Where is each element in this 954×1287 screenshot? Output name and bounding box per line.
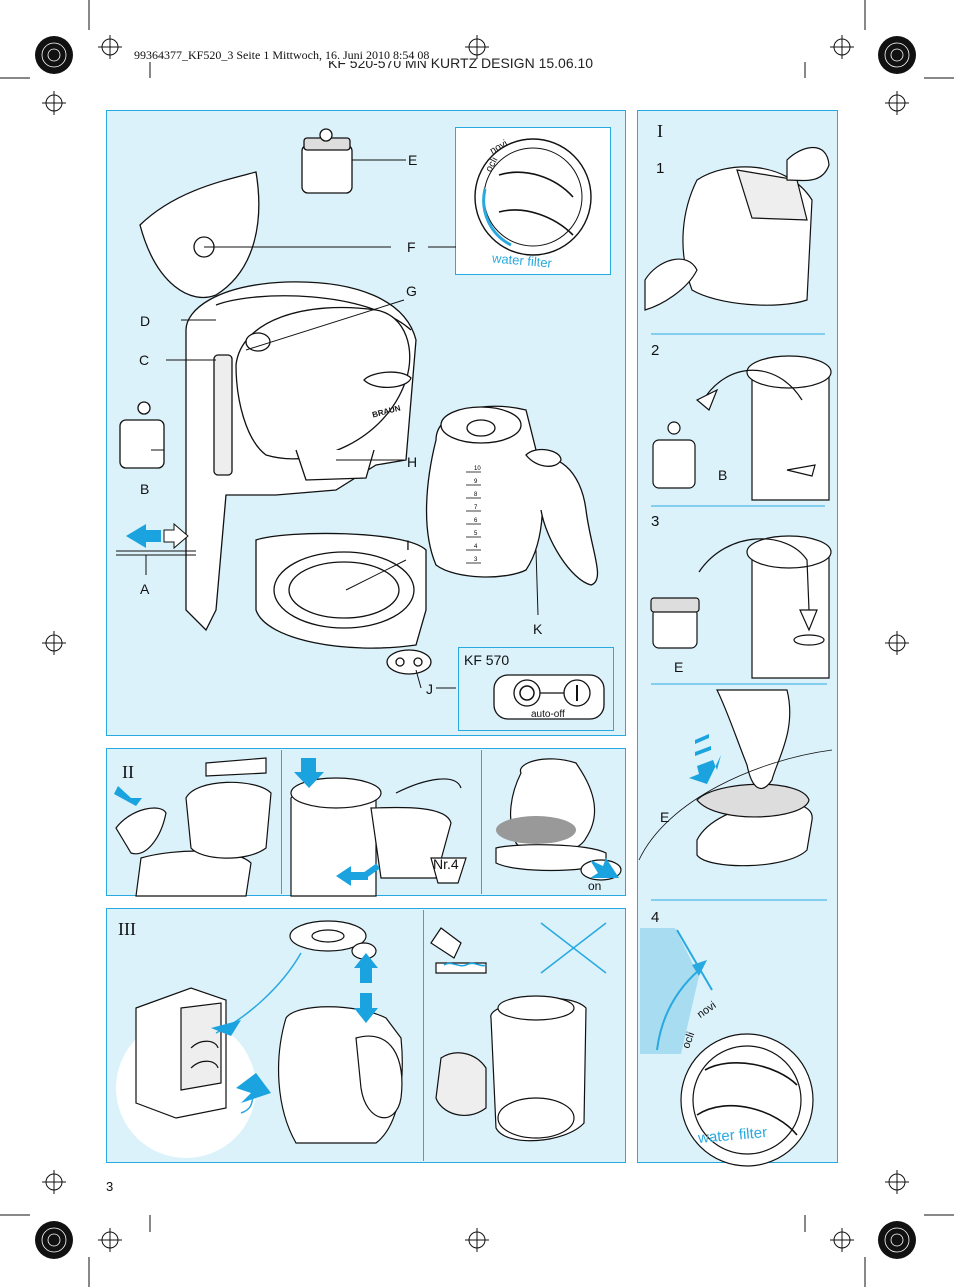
carafe-scale-mark: 8 (474, 492, 478, 498)
step-2-label-B: B (718, 467, 728, 483)
filter-size-label: Nr.4 (433, 856, 459, 872)
label-K: K (533, 621, 543, 637)
kf570-switch-box (458, 647, 614, 731)
auto-off-switch-illustration (493, 674, 605, 720)
label-G: G (406, 283, 417, 299)
carafe-scale-mark: 10 (474, 466, 481, 472)
label-I: I (406, 537, 410, 553)
print-info-line: 99364377_KF520_3 Seite 1 Mittwoch, 16. J… (132, 48, 432, 62)
label-H: H (407, 454, 418, 470)
label-D: D (140, 313, 151, 329)
page-number: 3 (106, 1179, 114, 1194)
panel-I-step-illustrations (638, 147, 833, 1167)
label-B: B (140, 481, 150, 497)
carafe-scale-mark: 6 (474, 518, 478, 524)
coffee-maker-illustration: 10 9 8 7 6 5 4 3 (116, 128, 599, 689)
panel-III-roman-numeral: III (118, 919, 136, 939)
carafe-scale-mark: 4 (474, 544, 478, 550)
step-1-number: 1 (656, 160, 665, 177)
label-J: J (426, 681, 433, 697)
label-A: A (140, 581, 150, 597)
carafe-scale-mark: 7 (474, 505, 478, 511)
carafe-scale-mark: 9 (474, 479, 478, 485)
label-E: E (408, 152, 418, 168)
auto-off-caption: auto-off (531, 709, 565, 720)
panel-I-roman-numeral: I (657, 121, 663, 141)
label-C: C (139, 352, 150, 368)
panel-III-illustrations (116, 920, 607, 1158)
step-3-label-E: E (674, 659, 684, 675)
label-F: F (407, 239, 416, 255)
panel-II-illustrations (114, 757, 622, 897)
panel-II-divider-1 (281, 750, 282, 894)
water-filter-dial-illustration (474, 138, 592, 256)
panel-II-roman-numeral: II (122, 762, 134, 782)
carafe-scale-mark: 3 (474, 557, 478, 563)
step-3b-label-E: E (660, 809, 670, 825)
step-2-number: 2 (651, 342, 660, 359)
power-on-label: on (588, 879, 602, 893)
kf570-model-label: KF 570 (464, 652, 510, 668)
carafe-scale-mark: 5 (474, 531, 478, 537)
step-4-number: 4 (651, 909, 660, 926)
panel-II-divider-2 (481, 750, 482, 894)
step-3-number: 3 (651, 513, 660, 530)
panel-III-divider (423, 910, 424, 1161)
